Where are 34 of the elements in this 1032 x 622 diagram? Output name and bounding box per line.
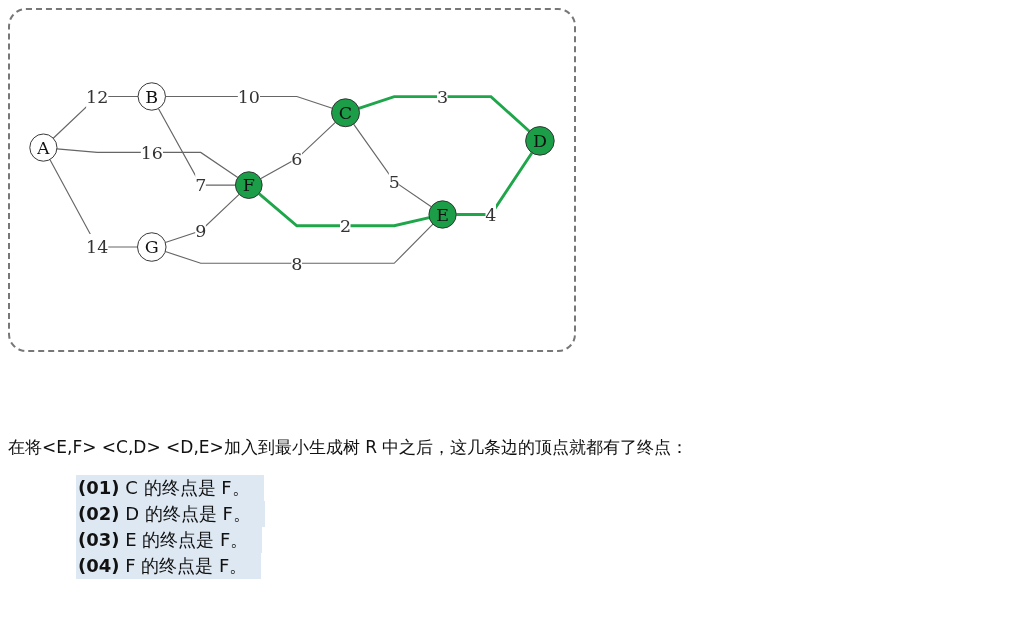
node-circle [137, 82, 166, 112]
edge-label: 8 [291, 253, 303, 274]
node-circle [137, 232, 167, 263]
edge-label: 14 [86, 237, 109, 258]
connector [259, 122, 336, 180]
connector [157, 108, 237, 187]
edge-label: 5 [388, 171, 400, 192]
node-circle [234, 171, 263, 200]
list-item: (03) E 的终点是 F。 [76, 527, 263, 553]
edge-label: 9 [195, 220, 207, 242]
edge-label: 10 [237, 86, 260, 108]
connector [164, 194, 240, 244]
connector [258, 193, 430, 228]
connector [353, 123, 432, 208]
paragraph: 在将<E,F> <C,D> <D,E>加入到最小生成树 R 中之后，这几条边的顶点就都有了终点： [8, 436, 689, 459]
node-circle [29, 133, 58, 163]
edge-label: 7 [195, 175, 207, 196]
node-circle [428, 200, 457, 230]
list-item: (04) F 的终点是 F。 [76, 553, 262, 579]
edge-label: 12 [86, 86, 109, 108]
connector [358, 95, 531, 133]
edge-label: 16 [140, 142, 163, 164]
graph-drawing: 12 10 16 14 7 6 5 3 9 2 8 4 B C A F D G E [22, 75, 562, 285]
edge-label: 3 [437, 86, 449, 108]
connector [164, 224, 434, 265]
edge-label: 4 [485, 204, 497, 226]
node-circle [331, 98, 360, 128]
connector [456, 152, 534, 217]
node-circle [525, 126, 555, 157]
list-item: (02) D 的终点是 F。 [76, 501, 265, 527]
edge-label: 2 [339, 215, 352, 237]
list-item: (01) C 的终点是 F。 [76, 475, 264, 501]
connector [56, 148, 239, 179]
edge-label: 6 [291, 148, 303, 170]
